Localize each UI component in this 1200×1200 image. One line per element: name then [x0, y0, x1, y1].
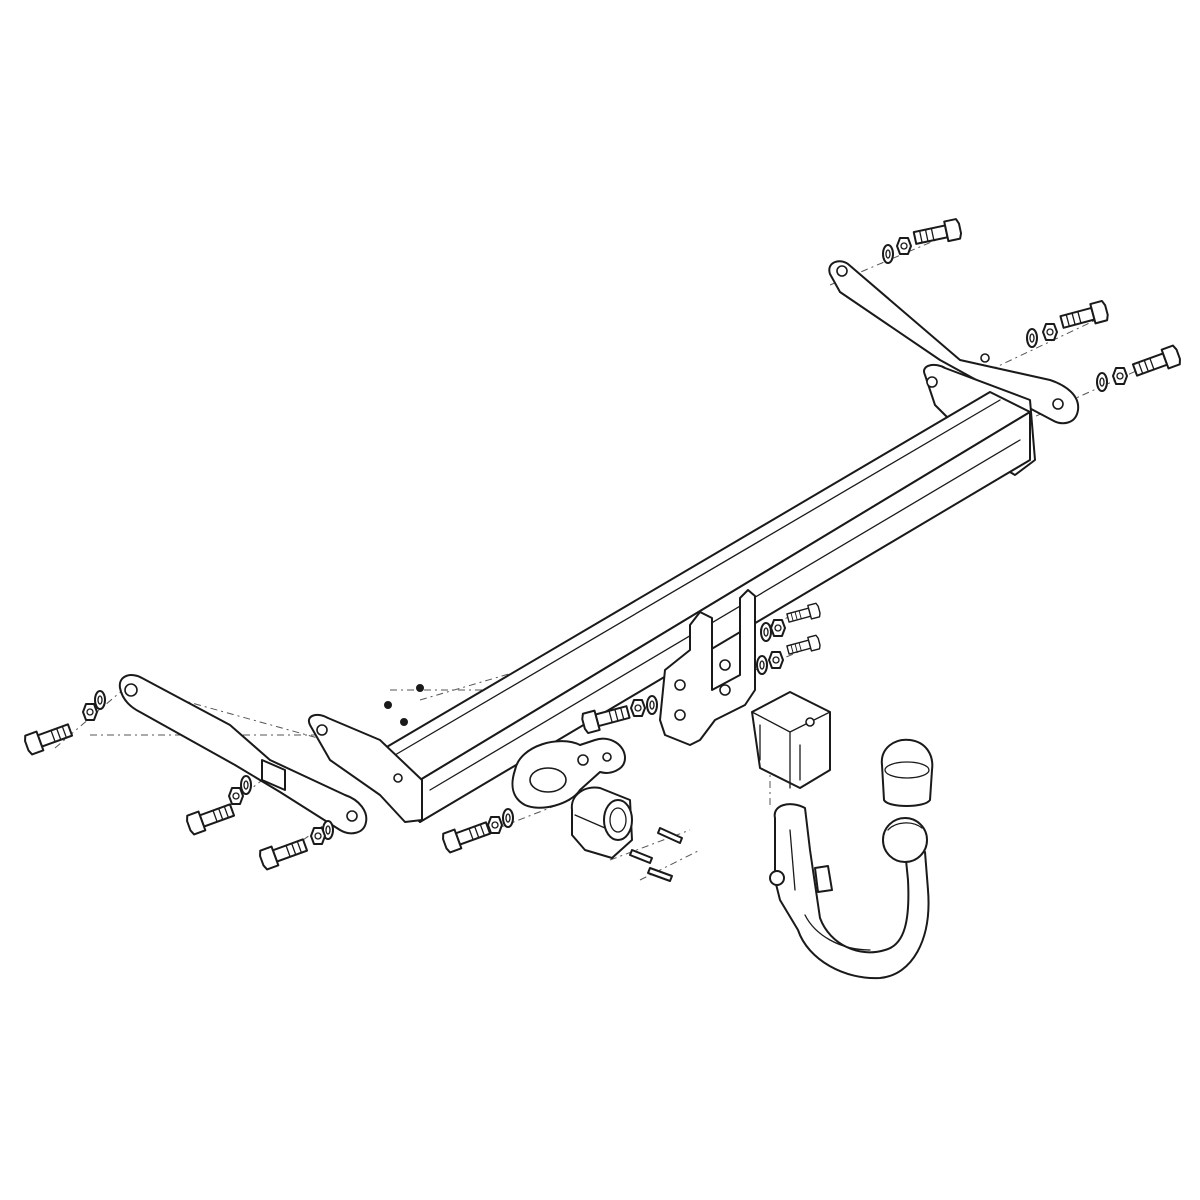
washer [1096, 372, 1108, 392]
hex-bolt [1058, 299, 1111, 333]
nut [487, 816, 503, 834]
nut [1042, 323, 1058, 341]
hex-bolt [184, 799, 237, 837]
nut [416, 684, 424, 692]
assembly-guide-lines [54, 231, 1166, 881]
crossbar-beam [384, 391, 1031, 823]
left-side-bracket [118, 674, 368, 835]
center-mounting-plate [659, 589, 756, 746]
tow-ball [882, 817, 928, 863]
washer [760, 622, 772, 642]
hex-bolt [257, 834, 310, 872]
hex-bolt [785, 634, 822, 658]
nut [310, 827, 326, 845]
right-side-bracket [828, 260, 1080, 425]
tow-ball-receiver [751, 691, 831, 789]
detachable-tow-ball-arm [769, 803, 930, 980]
nut [630, 699, 646, 717]
socket-holder-bracket [511, 737, 626, 809]
washer [94, 690, 106, 710]
tow-ball-cap [880, 738, 934, 807]
socket-screw [647, 867, 673, 882]
hex-bolt [911, 217, 964, 249]
nut [1112, 367, 1128, 385]
nut [82, 703, 98, 721]
hex-bolt [22, 719, 75, 757]
hex-bolt [440, 817, 493, 855]
nut [770, 619, 786, 637]
washer [240, 775, 252, 795]
washer [646, 695, 658, 715]
left-end-plate [307, 713, 423, 823]
nut [400, 718, 408, 726]
washer [1026, 328, 1038, 348]
socket-screw [629, 849, 653, 864]
nut [384, 701, 392, 709]
hex-bolt [785, 602, 822, 626]
socket-screw [657, 827, 683, 844]
socket-screws [629, 827, 683, 882]
washer [882, 244, 894, 264]
nut [768, 651, 784, 669]
hex-bolt [1130, 343, 1183, 381]
nut [228, 787, 244, 805]
nut [896, 237, 912, 255]
electrical-socket [570, 786, 633, 859]
washer [502, 808, 514, 828]
washer [756, 655, 768, 675]
